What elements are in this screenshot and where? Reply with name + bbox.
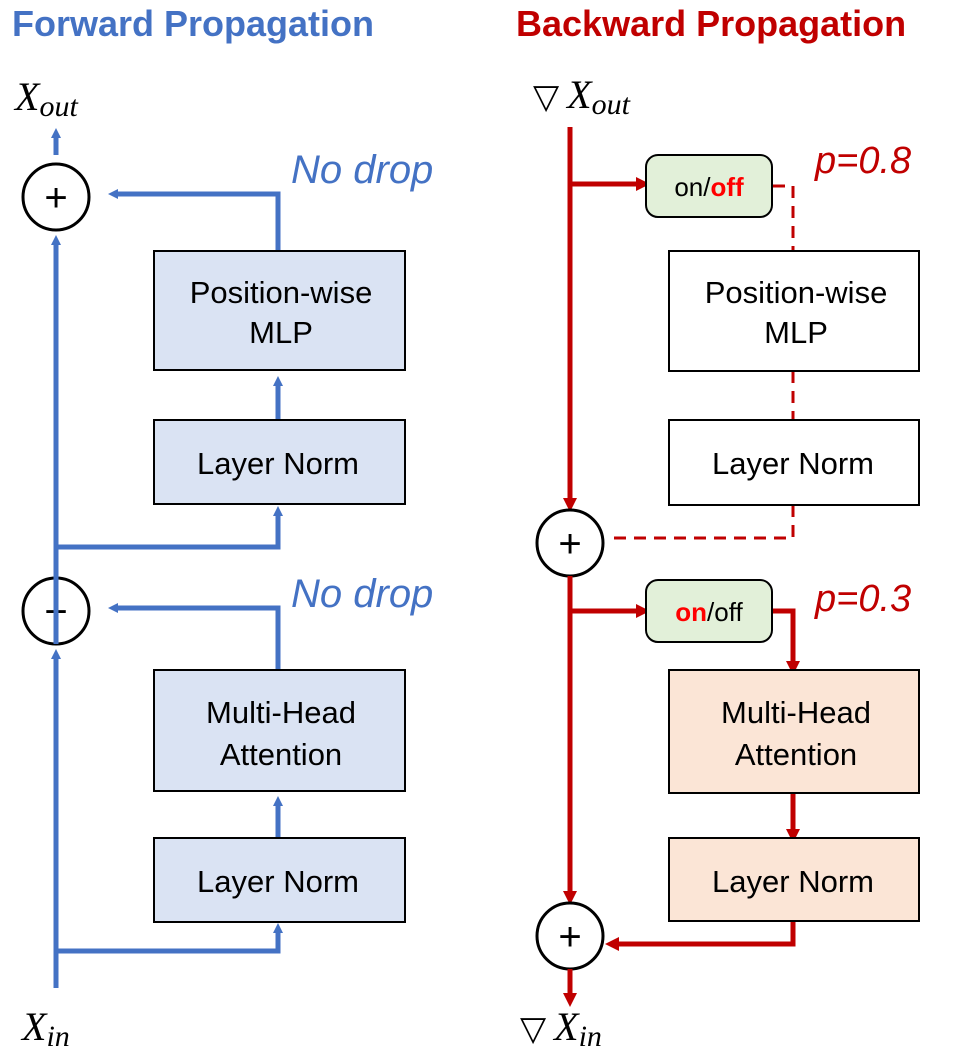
backward-dashed-mlp-in bbox=[773, 184, 795, 251]
svg-text:+: + bbox=[558, 522, 581, 566]
backward-prob-bottom: p=0.3 bbox=[814, 578, 911, 620]
backward-output-label: ▽Xout bbox=[533, 72, 631, 121]
backward-toggle-top: on/off bbox=[645, 154, 773, 218]
svg-text:on/off: on/off bbox=[674, 172, 744, 202]
forward-no-drop-bottom: No drop bbox=[291, 572, 433, 616]
forward-title: Forward Propagation bbox=[12, 3, 374, 44]
forward-layernorm-bottom: Layer Norm bbox=[153, 837, 406, 923]
forward-layernorm-top: Layer Norm bbox=[153, 419, 406, 505]
backward-plus-top: + bbox=[535, 508, 605, 578]
svg-text:Attention: Attention bbox=[735, 737, 857, 772]
backward-plus-bottom: + bbox=[535, 901, 605, 971]
svg-text:Layer Norm: Layer Norm bbox=[712, 864, 874, 899]
backward-toggle-bottom: on/off bbox=[645, 579, 773, 643]
svg-text:+: + bbox=[558, 915, 581, 959]
svg-text:Layer Norm: Layer Norm bbox=[197, 864, 359, 899]
backward-layernorm-top: Layer Norm bbox=[668, 419, 920, 506]
forward-attention-box: Multi-Head Attention bbox=[153, 669, 406, 792]
backward-layernorm-bottom: Layer Norm bbox=[668, 837, 920, 922]
svg-text:MLP: MLP bbox=[249, 315, 313, 350]
forward-mlp-box: Position-wise MLP bbox=[153, 250, 406, 371]
backward-title: Backward Propagation bbox=[516, 3, 906, 44]
svg-text:+: + bbox=[44, 176, 67, 220]
forward-input-label: Xin bbox=[20, 1004, 70, 1053]
forward-attn-to-plus bbox=[108, 603, 281, 670]
forward-output-label: Xout bbox=[13, 74, 78, 123]
backward-mlp-box: Position-wise MLP bbox=[668, 250, 920, 372]
forward-branch-bottom bbox=[56, 923, 283, 954]
svg-text:Layer Norm: Layer Norm bbox=[197, 446, 359, 481]
svg-text:Multi-Head: Multi-Head bbox=[721, 695, 871, 730]
backward-diagram: ▽Xout + + on/off bbox=[520, 72, 920, 1053]
forward-branch-top bbox=[56, 506, 283, 550]
svg-text:Position-wise: Position-wise bbox=[190, 275, 373, 310]
svg-text:Attention: Attention bbox=[220, 737, 342, 772]
backward-attention-box: Multi-Head Attention bbox=[668, 669, 920, 794]
forward-plus-top: + bbox=[21, 162, 91, 232]
svg-text:Position-wise: Position-wise bbox=[705, 275, 888, 310]
backward-input-label: ▽Xin bbox=[520, 1004, 602, 1053]
forward-diagram: Xout + + Position-wise bbox=[13, 74, 433, 1053]
svg-text:on/off: on/off bbox=[675, 597, 743, 627]
backward-norm-to-plus bbox=[605, 920, 796, 951]
backward-dashed-norm-to-plus bbox=[612, 505, 795, 540]
forward-mlp-to-plus bbox=[108, 189, 281, 251]
svg-text:Layer Norm: Layer Norm bbox=[712, 446, 874, 481]
svg-text:MLP: MLP bbox=[764, 315, 828, 350]
forward-no-drop-top: No drop bbox=[291, 148, 433, 192]
svg-text:Multi-Head: Multi-Head bbox=[206, 695, 356, 730]
backward-toggle-to-attn bbox=[773, 608, 800, 675]
backward-prob-top: p=0.8 bbox=[814, 140, 911, 182]
